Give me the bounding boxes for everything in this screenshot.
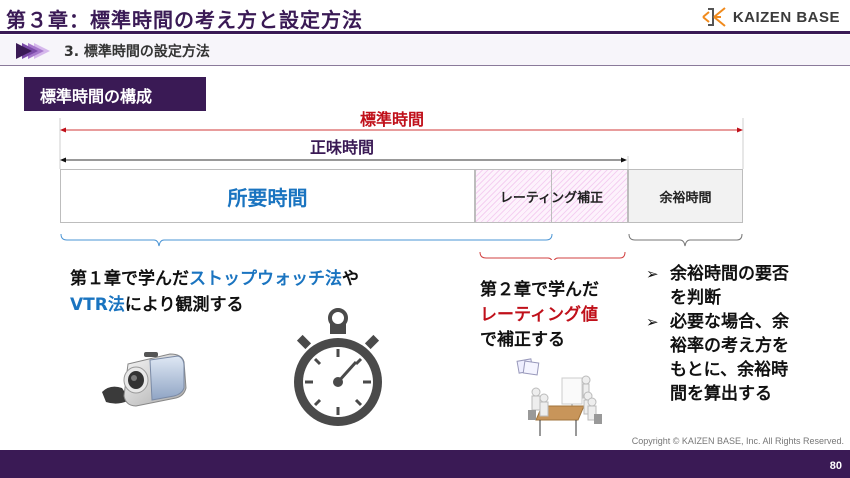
standard-time-arrow: [60, 127, 743, 133]
bullet-line: もとに、余裕時: [670, 360, 789, 380]
arrow-bullet-icon: ➢: [646, 265, 659, 283]
camcorder-icon: [102, 352, 187, 407]
text-segment: 第１章で学んだ: [70, 269, 189, 289]
required-time-bar: 所要時間: [60, 169, 475, 223]
allowance-bullets: ➢ 余裕時間の要否 を判断 ➢ 必要な場合、余 裕率の考え方を もとに、余裕時 …: [646, 262, 789, 406]
net-time-arrow: [60, 157, 627, 163]
footer-bar: 80: [0, 450, 850, 478]
observation-method-text: 第１章で学んだストップウォッチ法や VTR法により観測する: [70, 266, 359, 318]
stopwatch-method-highlight: ストップウォッチ法: [189, 269, 342, 289]
dimension-arrows: [59, 118, 744, 260]
bullet-line: 余裕時間の要否: [670, 264, 789, 284]
chevron-arrows-icon: [16, 43, 50, 59]
page-number: 80: [829, 460, 842, 472]
allowance-bracket: [628, 233, 743, 247]
stopwatch-icon: [294, 308, 382, 426]
rating-explanation-text: 第２章で学んだ レーティング値 で補正する: [480, 278, 599, 353]
bullet-line: 必要な場合、余: [670, 312, 789, 332]
rating-bracket: [479, 251, 626, 260]
rating-bar-divider: [551, 169, 552, 223]
bullet-line: を判断: [670, 288, 721, 308]
bullet-line: 裕率の考え方を: [670, 336, 789, 356]
title-divider: [0, 31, 850, 34]
text-segment: や: [342, 269, 359, 289]
text-line: で補正する: [480, 330, 565, 350]
kaizen-base-logo: KAIZEN BASE: [701, 6, 840, 28]
bullet-item: ➢ 必要な場合、余 裕率の考え方を もとに、余裕時 間を算出する: [646, 310, 789, 406]
net-time-label: 正味時間: [310, 138, 375, 157]
page-title: 第３章：標準時間の考え方と設定方法: [6, 8, 363, 32]
required-time-bracket: [60, 233, 553, 247]
bullet-item: ➢ 余裕時間の要否 を判断: [646, 262, 789, 310]
subtitle-bar: 3. 標準時間の設定方法: [0, 35, 850, 66]
allowance-time-bar: 余裕時間: [628, 169, 743, 223]
section-subtitle: 3. 標準時間の設定方法: [64, 44, 210, 60]
bullet-line: 間を算出する: [670, 384, 772, 404]
section-badge: 標準時間の構成: [24, 77, 206, 111]
text-line: 第２章で学んだ: [480, 280, 599, 300]
copyright-text: Copyright © KAIZEN BASE, Inc. All Rights…: [631, 436, 844, 446]
arrow-bullet-icon: ➢: [646, 313, 659, 331]
meeting-icon: [516, 358, 602, 436]
text-segment: により観測する: [124, 295, 244, 315]
standard-time-label: 標準時間: [360, 110, 425, 129]
logo-text: KAIZEN BASE: [732, 8, 840, 26]
rating-value-highlight: レーティング値: [480, 305, 598, 325]
logo-mark-icon: [702, 7, 726, 27]
vtr-method-highlight: VTR法: [70, 295, 125, 315]
